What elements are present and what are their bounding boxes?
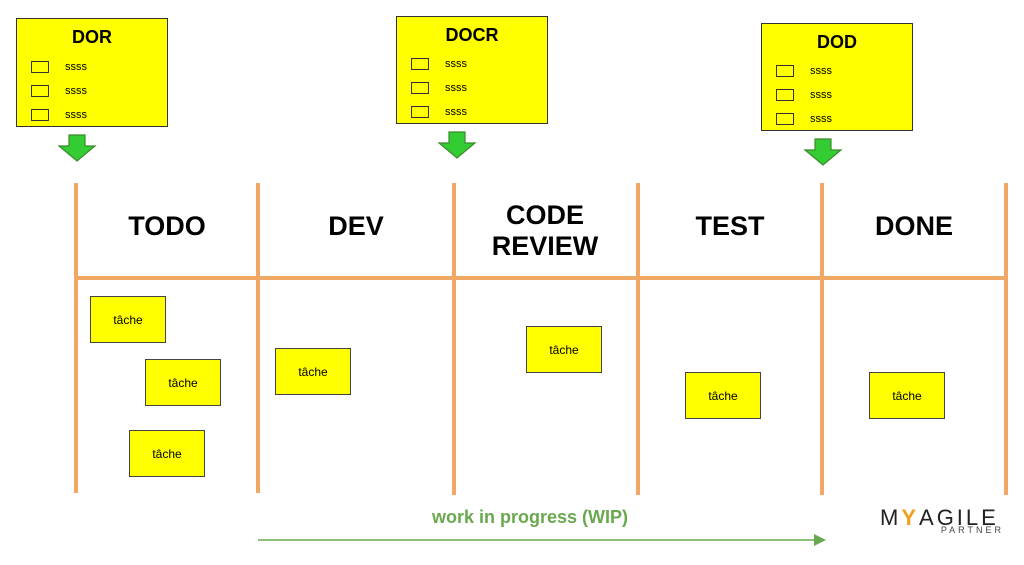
dor-item: ssss [31,58,87,76]
logo-text-y: Y [901,505,920,530]
checkbox-icon[interactable] [776,89,794,101]
checkbox-icon[interactable] [31,61,49,73]
checkbox-icon[interactable] [411,82,429,94]
dod-item: ssss [776,86,832,104]
dod-item-label: ssss [810,65,832,77]
docr-box: DOCR ssss ssss ssss [396,16,548,124]
dod-item-label: ssss [810,113,832,125]
column-title-test: TEST [695,210,765,241]
column-divider [74,183,78,493]
dod-title: DOD [817,32,857,52]
docr-item-label: ssss [445,58,467,70]
docr-item-label: ssss [445,82,467,94]
wip-arrow-icon [258,534,826,546]
dor-box: DOR ssss ssss ssss [16,18,168,127]
column-divider [1004,183,1008,495]
dor-item: ssss [31,106,87,124]
dod-item: ssss [776,110,832,128]
header-divider [74,276,1008,280]
down-arrow-icon [803,138,843,166]
logo-subtitle: PARTNER [940,525,1004,535]
dor-title: DOR [72,27,112,47]
docr-title: DOCR [445,25,499,45]
task-card[interactable]: tâche [685,372,761,419]
dod-item-label: ssss [810,89,832,101]
column-divider [256,183,260,493]
checkbox-icon[interactable] [776,65,794,77]
logo-text-m: M [880,505,902,530]
checkbox-icon[interactable] [31,85,49,97]
docr-item-label: ssss [445,106,467,118]
task-card[interactable]: tâche [526,326,602,373]
dor-item-label: ssss [65,61,87,73]
checkbox-icon[interactable] [411,58,429,70]
column-title-code-review: CODE REVIEW [491,200,599,261]
task-card[interactable]: tâche [869,372,945,419]
column-title-dev: DEV [328,210,384,241]
task-card[interactable]: tâche [145,359,221,406]
checkbox-icon[interactable] [776,113,794,125]
dor-item: ssss [31,82,87,100]
dod-item: ssss [776,62,832,80]
docr-item: ssss [411,55,467,73]
task-card[interactable]: tâche [90,296,166,343]
myagile-partner-logo: MYAGILE PARTNER [880,505,1010,545]
docr-item: ssss [411,103,467,121]
down-arrow-icon [57,134,97,162]
down-arrow-icon [437,131,477,159]
column-divider [452,183,456,495]
task-card[interactable]: tâche [275,348,351,395]
wip-label: work in progress (WIP) [431,507,629,527]
task-card[interactable]: tâche [129,430,205,477]
logo-text-agile: AGILE [919,505,999,530]
dor-item-label: ssss [65,109,87,121]
column-divider [636,183,640,495]
checkbox-icon[interactable] [411,106,429,118]
column-title-done: DONE [874,210,953,241]
docr-item: ssss [411,79,467,97]
checkbox-icon[interactable] [31,109,49,121]
column-divider [820,183,824,495]
dor-item-label: ssss [65,85,87,97]
column-title-todo: TODO [128,210,206,241]
dod-box: DOD ssss ssss ssss [761,23,913,131]
